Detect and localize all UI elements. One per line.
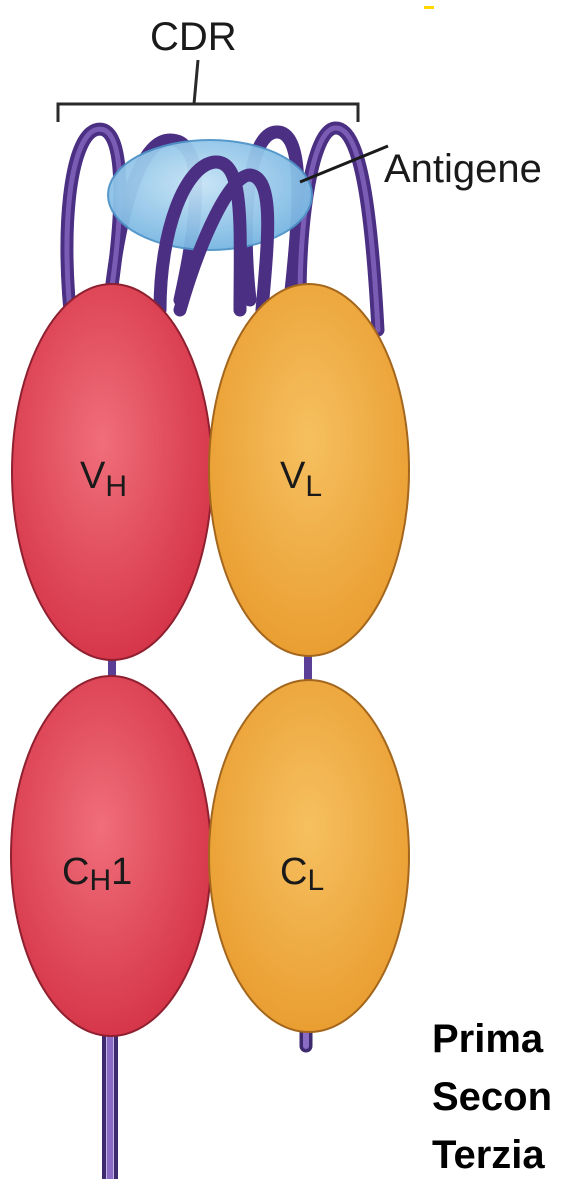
antigen [107, 139, 313, 251]
vh-label: VH [80, 455, 127, 503]
antigen-label: Antigene [384, 147, 542, 191]
cdr-bracket [56, 59, 360, 122]
antigen-pointer [299, 144, 389, 184]
ch1-label: CH1 [62, 851, 132, 897]
side-text-line-2: Secon [432, 1075, 553, 1119]
side-text-line-3: Terzia [432, 1133, 545, 1177]
accent-mark [424, 6, 434, 9]
cl-label: CL [280, 851, 324, 897]
vl-domain [208, 283, 410, 657]
side-text-line-1: Prima [432, 1017, 544, 1061]
cdr-loops-front [153, 155, 275, 317]
cdr-label: CDR [150, 15, 237, 59]
cl-domain [208, 679, 410, 1033]
vl-label: VL [280, 455, 322, 503]
